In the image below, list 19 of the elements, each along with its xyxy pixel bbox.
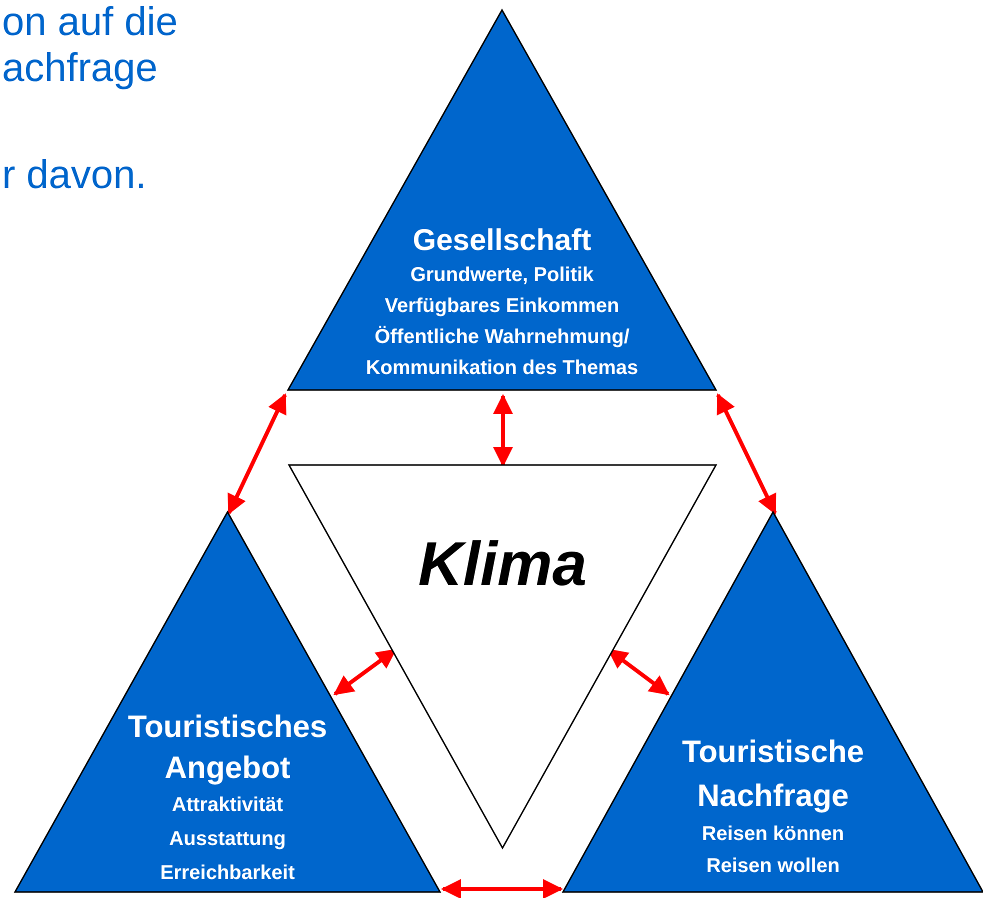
node-title: Gesellschaft (412, 223, 592, 259)
node-item: Erreichbarkeit (159, 861, 296, 886)
double-arrow (493, 394, 513, 467)
node-item: Reisen können (700, 822, 846, 847)
double-arrow (227, 393, 287, 515)
node-title: Klima (417, 529, 588, 601)
double-arrow (441, 879, 563, 898)
slide-text: achfrage (2, 48, 158, 88)
slide-text: r davon. (2, 155, 147, 195)
node-item: Öffentliche Wahrnehmung/ Kommunikation des Themas (364, 324, 640, 381)
slide-text: on auf die (2, 2, 178, 42)
node-item: Grundwerte, Politik (409, 263, 595, 288)
node-title: Touristisches Angebot (126, 708, 328, 787)
node-item: Attraktivität (170, 793, 284, 818)
node-item: Ausstattung (168, 827, 287, 852)
double-arrow (716, 393, 777, 515)
node-title: Touristische Nachfrage (680, 733, 866, 815)
node-item: Reisen wollen (705, 854, 841, 879)
node-item: Verfügbares Einkommen (384, 294, 620, 319)
